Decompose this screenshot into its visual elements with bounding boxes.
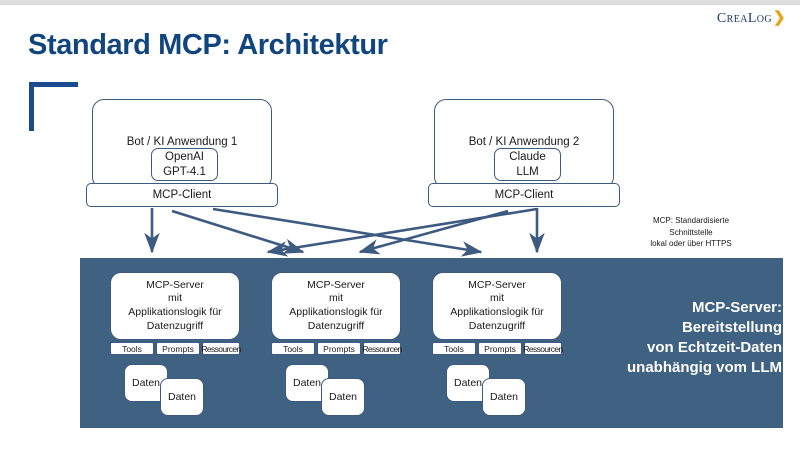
server-box-1[interactable]: MCP-Server mit Applikationslogik für Dat… (110, 272, 240, 340)
server-title-line4-3: Datenzugriff (468, 319, 526, 332)
page-title: Standard MCP: Architektur (28, 29, 388, 61)
app-box-1[interactable]: Bot / KI Anwendung 1 (92, 99, 272, 189)
panel-caption-line-2: Bereitstellung (681, 318, 782, 336)
server-title-line3-3: Applikationslogik für (450, 306, 544, 318)
server-title-line2-1: mit (168, 292, 182, 305)
mcp-client-2[interactable]: MCP-Client (428, 183, 620, 207)
capability-label: Prompts (484, 343, 516, 354)
capability-label: Ressourcen (362, 343, 402, 354)
capability-prompts-2[interactable]: Prompts (317, 342, 361, 355)
llm-line2-2: LLM (516, 165, 539, 178)
daten-label: Daten (489, 391, 519, 403)
capability-label: Tools (122, 343, 142, 354)
mcp-client-1[interactable]: MCP-Client (86, 183, 278, 207)
daten-box-front-1[interactable]: Daten (160, 378, 204, 416)
llm-line1-1: OpenAI (165, 150, 204, 163)
arrow-client2-to-server2 (358, 209, 509, 255)
app-label-1: Bot / KI Anwendung 1 (126, 136, 238, 148)
server-title-line2-3: mit (490, 292, 504, 305)
llm-box-2[interactable]: Claude LLM (494, 148, 561, 181)
server-box-2[interactable]: MCP-Server mit Applikationslogik für Dat… (271, 272, 401, 340)
daten-label: Daten (167, 391, 197, 403)
capability-prompts-1[interactable]: Prompts (156, 342, 200, 355)
capability-tools-1[interactable]: Tools (110, 342, 154, 355)
panel-caption-line-3: von Echtzeit-Daten (646, 338, 782, 356)
capability-label: Ressourcen (201, 343, 241, 354)
llm-box-1[interactable]: OpenAI GPT-4.1 (151, 148, 218, 181)
mcp-interface-annotation: MCP: Standardisierte Schnittstelle lokal… (596, 215, 786, 250)
server-title-line4-2: Datenzugriff (307, 319, 365, 332)
server-title-line1-3: MCP-Server (468, 278, 526, 291)
server-title-line2-2: mit (329, 292, 343, 305)
capability-label: Tools (283, 343, 303, 354)
capability-prompts-3[interactable]: Prompts (478, 342, 522, 355)
mcp-client-label-1: MCP-Client (152, 189, 212, 201)
daten-box-front-3[interactable]: Daten (482, 378, 526, 416)
logo-mark-icon: ❯ (773, 9, 786, 26)
llm-line1-2: Claude (509, 150, 546, 163)
app-label-2: Bot / KI Anwendung 2 (468, 136, 580, 148)
llm-line2-1: GPT-4.1 (163, 165, 206, 178)
capability-label: Ressourcen (523, 343, 563, 354)
arrow-client1-to-server2 (171, 209, 305, 254)
daten-label: Daten (328, 391, 358, 403)
decorative-corner-bracket (29, 82, 78, 131)
capability-label: Prompts (162, 343, 194, 354)
daten-box-front-2[interactable]: Daten (321, 378, 365, 416)
capability-ressourcen-2[interactable]: Ressourcen (362, 342, 402, 355)
panel-caption-line-1: MCP-Server: (691, 299, 782, 316)
server-title-line1-2: MCP-Server (307, 278, 365, 291)
panel-caption: MCP-Server: Bereitstellung von Echtzeit-… (592, 298, 782, 378)
arrow-client2-to-server1 (266, 207, 538, 257)
server-title-line1-1: MCP-Server (146, 278, 204, 291)
capability-ressourcen-3[interactable]: Ressourcen (523, 342, 563, 355)
daten-label: Daten (131, 377, 161, 389)
annotation-line-1: MCP: Standardisierte (652, 216, 730, 225)
capability-tools-3[interactable]: Tools (432, 342, 476, 355)
crealog-logo: CreaLog❯ (717, 8, 786, 27)
annotation-line-2: Schnittstelle (669, 227, 713, 237)
arrow-client1-to-server3 (212, 207, 483, 257)
mcp-client-label-2: MCP-Client (494, 189, 554, 201)
daten-label: Daten (453, 377, 483, 389)
capability-ressourcen-1[interactable]: Ressourcen (201, 342, 241, 355)
server-title-line4-1: Datenzugriff (146, 319, 204, 332)
server-title-line3-1: Applikationslogik für (128, 306, 222, 318)
capability-label: Prompts (323, 343, 355, 354)
capability-tools-2[interactable]: Tools (271, 342, 315, 355)
server-box-3[interactable]: MCP-Server mit Applikationslogik für Dat… (432, 272, 562, 340)
top-strip (0, 0, 800, 5)
server-title-line3-2: Applikationslogik für (289, 306, 383, 318)
logo-text: CreaLog (716, 11, 773, 26)
capability-label: Tools (444, 343, 464, 354)
annotation-line-3: lokal oder über HTTPS (650, 239, 732, 249)
daten-label: Daten (292, 377, 322, 389)
panel-caption-line-4: unabhängig vom LLM (627, 358, 782, 376)
